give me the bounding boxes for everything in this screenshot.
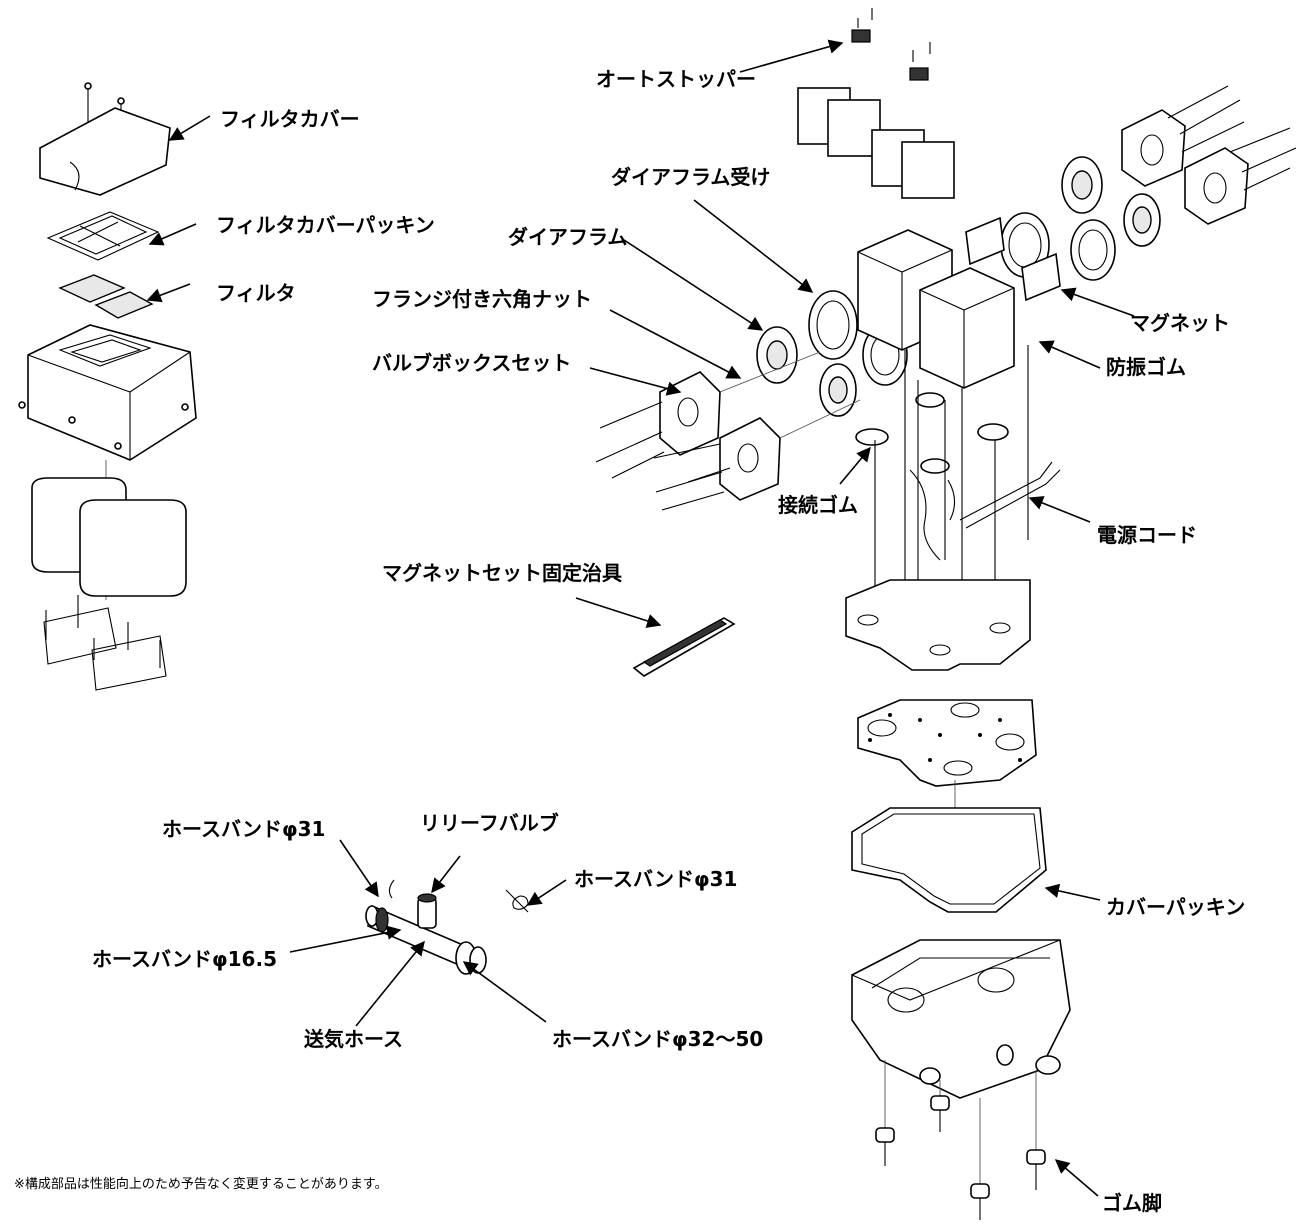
hose-assembly bbox=[365, 879, 529, 975]
valve-box-part-2 bbox=[719, 417, 781, 501]
lower-case-part bbox=[851, 939, 1071, 1099]
auto-stopper-group bbox=[851, 8, 931, 81]
label-rubber-foot: ゴム脚 bbox=[1102, 1191, 1162, 1215]
central-body bbox=[845, 229, 1061, 671]
rubber-feet bbox=[875, 1060, 1046, 1220]
label-flange-hex-nut: フランジ付き六角ナット bbox=[372, 287, 592, 311]
label-air-hose: 送気ホース bbox=[304, 1027, 403, 1051]
valve-box-part-1 bbox=[659, 371, 721, 456]
base-plate-1 bbox=[43, 607, 117, 665]
filter-cover-packing-part bbox=[46, 211, 160, 261]
label-valve-box-set: バルブボックスセット bbox=[372, 351, 571, 375]
label-diaphragm-holder: ダイアフラム受け bbox=[611, 165, 770, 189]
left-filter-assembly bbox=[18, 82, 197, 691]
label-magnet: マグネット bbox=[1130, 311, 1230, 335]
label-hose-band-31-right: ホースバンドφ31 bbox=[574, 867, 737, 891]
label-cover-packing: カバーパッキン bbox=[1106, 895, 1245, 919]
diaphragm-assembly-left bbox=[595, 290, 908, 511]
filter-part-2 bbox=[94, 291, 154, 319]
label-connection-rubber: 接続ゴム bbox=[778, 493, 858, 517]
label-filter-cover-packing: フィルタカバーパッキン bbox=[216, 213, 435, 237]
label-diaphragm: ダイアフラム bbox=[508, 225, 627, 249]
valve-box-bolts bbox=[595, 401, 731, 511]
diaphragm-assembly-right bbox=[965, 85, 1297, 302]
lower-plate-part bbox=[857, 699, 1037, 787]
base-plate-2 bbox=[91, 635, 167, 691]
tank-part-2 bbox=[79, 499, 187, 597]
magnet-set-jig-part bbox=[632, 617, 736, 677]
diaphragm-holder-part bbox=[808, 290, 858, 360]
body-base-plate bbox=[845, 579, 1031, 671]
filter-part-1 bbox=[58, 274, 126, 303]
label-filter: フィルタ bbox=[216, 281, 296, 305]
magnet-blocks bbox=[797, 87, 955, 199]
label-power-cord: 電源コード bbox=[1097, 523, 1197, 547]
label-auto-stopper: オートストッパー bbox=[596, 67, 756, 91]
label-magnet-set-jig: マグネットセット固定治具 bbox=[382, 561, 622, 585]
label-relief-valve: リリーフバルブ bbox=[420, 811, 559, 835]
label-anti-vibration-rubber: 防振ゴム bbox=[1106, 355, 1186, 379]
upper-case-part bbox=[18, 324, 197, 461]
label-filter-cover: フィルタカバー bbox=[220, 107, 360, 131]
label-hose-band-16-5: ホースバンドφ16.5 bbox=[92, 947, 277, 971]
label-hose-band-32-50: ホースバンドφ32～50 bbox=[552, 1027, 763, 1051]
power-cord-part bbox=[959, 477, 1047, 529]
cover-packing-part bbox=[851, 807, 1047, 913]
label-hose-band-31-left: ホースバンドφ31 bbox=[162, 817, 325, 841]
filter-cover-part bbox=[39, 107, 171, 196]
footnote: ※構成部品は性能向上のため予告なく変更することがあります。 bbox=[14, 1176, 388, 1192]
leader-arrows bbox=[146, 39, 1135, 1197]
